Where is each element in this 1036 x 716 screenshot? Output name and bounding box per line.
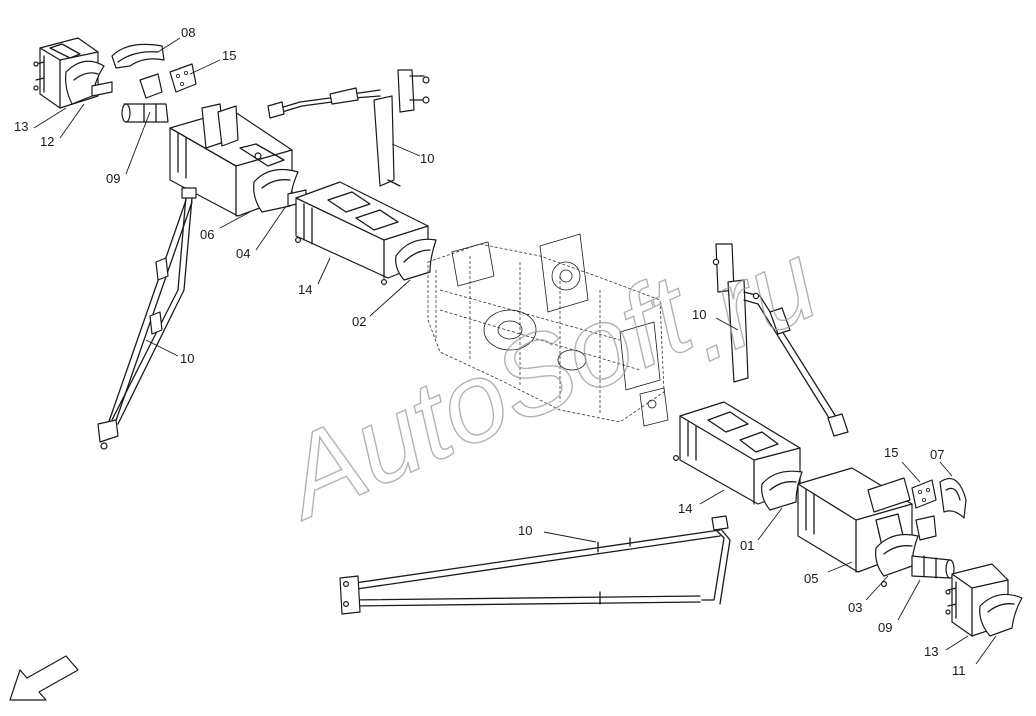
part-10-upper-link [267, 69, 430, 187]
part-09-right-shaft [911, 515, 955, 579]
part-10-right-upper-link [712, 243, 849, 437]
part-10-left-diagonal-link [97, 187, 197, 450]
part-01-right-disc [761, 470, 803, 511]
callout-04: 04 [236, 246, 250, 261]
callout-09-left: 09 [106, 171, 120, 186]
callout-10-bottom: 10 [518, 523, 532, 538]
part-04-left-disc [253, 169, 307, 213]
callout-08-left: 08 [181, 25, 195, 40]
callout-09-right: 09 [878, 620, 892, 635]
watermark-line-1: AutoSoft [260, 250, 712, 543]
part-03-right-disc [875, 533, 919, 577]
part-10-bottom-long-link [339, 515, 731, 615]
callout-15-right: 15 [884, 445, 898, 460]
part-11-right-disc [979, 593, 1023, 637]
callout-07: 07 [930, 447, 944, 462]
callout-14-left: 14 [298, 282, 312, 297]
callout-14-right: 14 [678, 501, 692, 516]
part-15-right-plate [911, 479, 937, 509]
callout-05: 05 [804, 571, 818, 586]
part-12-left-disc [65, 60, 113, 105]
part-09-left-shaft [121, 73, 169, 123]
callout-03: 03 [848, 600, 862, 615]
callout-10-left-diagonal: 10 [180, 351, 194, 366]
callout-leaders [33, 37, 997, 665]
center-gearbox-assembly [427, 233, 669, 427]
arrow-down-left-icon [9, 655, 79, 701]
callout-12: 12 [40, 134, 54, 149]
part-15-left-plate [169, 63, 197, 93]
callout-labels: 08 15 13 12 09 10 06 04 14 02 10 10 14 0… [14, 25, 966, 678]
part-07-right-shield [939, 478, 967, 519]
callout-02: 02 [352, 314, 366, 329]
part-08-left-shield [111, 43, 165, 69]
callout-13-left: 13 [14, 119, 28, 134]
callout-15-left: 15 [222, 48, 236, 63]
callout-13-right: 13 [924, 644, 938, 659]
callout-06: 06 [200, 227, 214, 242]
callout-10-upper: 10 [420, 151, 434, 166]
callout-10-right-upper: 10 [692, 307, 706, 322]
part-02-left-disc [395, 238, 437, 281]
part-14-left-frame [295, 181, 429, 286]
callout-11: 11 [952, 663, 966, 678]
callout-01: 01 [740, 538, 754, 553]
